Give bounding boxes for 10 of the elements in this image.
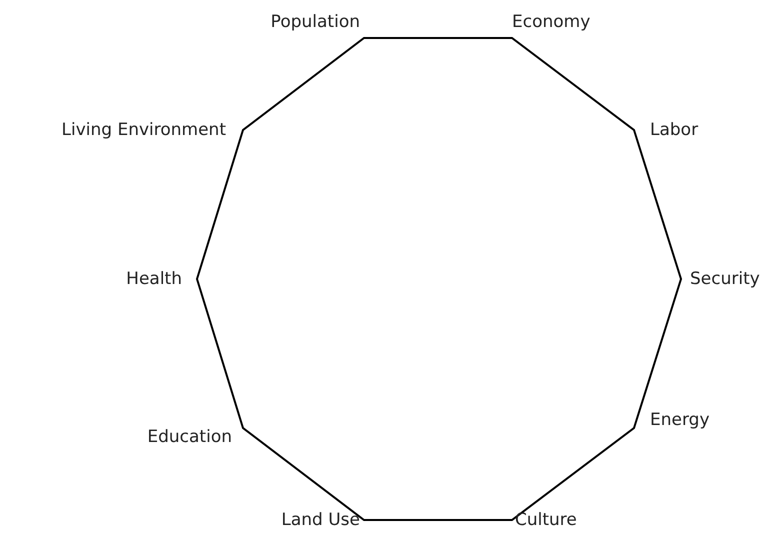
axis-label: Health xyxy=(126,269,182,289)
axis-label: Living Environment xyxy=(62,120,226,140)
axis-label: Population xyxy=(270,12,360,32)
axis-label: Education xyxy=(147,427,232,447)
axis-label: Land Use xyxy=(281,510,360,530)
axis-label: Security xyxy=(690,269,760,289)
axis-label: Culture xyxy=(515,510,577,530)
axis-label: Economy xyxy=(512,12,590,32)
axis-label: Labor xyxy=(650,120,698,140)
axis-label: Energy xyxy=(650,410,710,430)
